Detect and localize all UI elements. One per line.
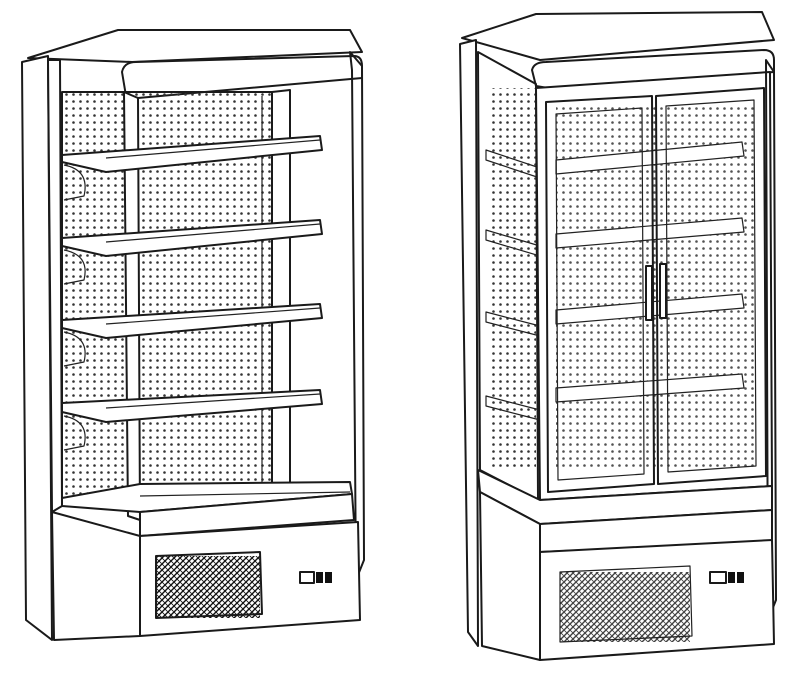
left-door-handle (645, 265, 653, 321)
cabinet-right-wall (349, 51, 365, 581)
shelves (61, 135, 323, 451)
right-door (655, 87, 767, 485)
cabinet2-side-panel (459, 39, 479, 647)
open-front-cabinet (21, 29, 365, 641)
cabinet-roof (27, 29, 363, 63)
cabinet2-canopy (531, 49, 775, 89)
cabinet2-vent-grill (560, 572, 690, 642)
vent-grill (156, 556, 260, 618)
cabinet2-roof (461, 11, 775, 61)
double-door-cabinet (459, 11, 777, 661)
left-door (545, 95, 655, 493)
cabinet-side-panel (21, 55, 53, 641)
right-door-handle (659, 263, 667, 319)
interior-shelves (555, 141, 745, 403)
control-panel-icon (299, 571, 332, 584)
cabinet2-control-panel-icon (709, 571, 744, 584)
